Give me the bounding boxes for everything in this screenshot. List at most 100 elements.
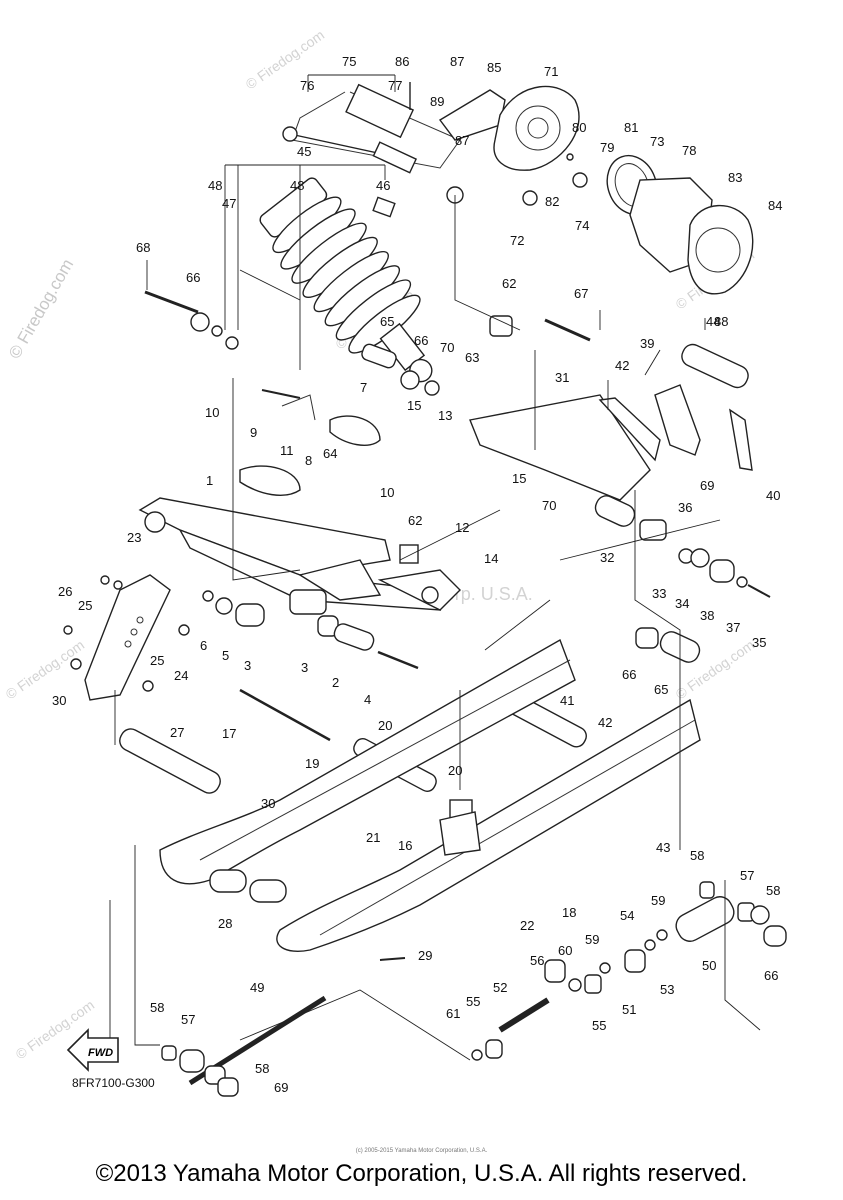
callout-73: 73 bbox=[650, 134, 664, 149]
callout-2: 2 bbox=[332, 675, 339, 690]
callout-60: 60 bbox=[558, 943, 572, 958]
callout-1: 1 bbox=[206, 473, 213, 488]
callout-87b: 87 bbox=[455, 133, 469, 148]
callout-85: 85 bbox=[487, 60, 501, 75]
callout-25a: 25 bbox=[78, 598, 92, 613]
callout-37: 37 bbox=[726, 620, 740, 635]
callout-59a: 59 bbox=[651, 893, 665, 908]
callout-4: 4 bbox=[364, 692, 371, 707]
callout-38: 38 bbox=[700, 608, 714, 623]
callout-57b: 57 bbox=[181, 1012, 195, 1027]
callout-69b: 69 bbox=[274, 1080, 288, 1095]
callout-80: 80 bbox=[572, 120, 586, 135]
callout-53: 53 bbox=[660, 982, 674, 997]
callout-89: 89 bbox=[430, 94, 444, 109]
callout-58c: 58 bbox=[150, 1000, 164, 1015]
callout-45: 45 bbox=[297, 144, 311, 159]
callout-15b: 15 bbox=[512, 471, 526, 486]
callout-81: 81 bbox=[624, 120, 638, 135]
callout-42b: 42 bbox=[598, 715, 612, 730]
callout-48b: 48 bbox=[290, 178, 304, 193]
callout-66d: 66 bbox=[764, 968, 778, 983]
callout-11: 11 bbox=[280, 443, 294, 458]
callout-79: 79 bbox=[600, 140, 614, 155]
callout-22: 22 bbox=[520, 918, 534, 933]
callout-17: 17 bbox=[222, 726, 236, 741]
callout-75: 75 bbox=[342, 54, 356, 69]
callout-21: 21 bbox=[366, 830, 380, 845]
callout-12: 12 bbox=[455, 520, 469, 535]
fwd-label: FWD bbox=[88, 1047, 113, 1059]
callout-78: 78 bbox=[682, 143, 696, 158]
idler-wheel-parts bbox=[161, 881, 787, 1097]
callout-87: 87 bbox=[450, 54, 464, 69]
callout-66c: 66 bbox=[622, 667, 636, 682]
callout-82: 82 bbox=[545, 194, 559, 209]
callout-58b: 58 bbox=[766, 883, 780, 898]
callout-62a: 62 bbox=[502, 276, 516, 291]
callout-24: 24 bbox=[174, 668, 188, 683]
callout-69a: 69 bbox=[700, 478, 714, 493]
callout-10a: 10 bbox=[205, 405, 219, 420]
link-plate bbox=[63, 574, 171, 701]
callout-leaders bbox=[146, 74, 706, 376]
callout-30b: 30 bbox=[261, 796, 275, 811]
callout-59b: 59 bbox=[585, 932, 599, 947]
callout-20b: 20 bbox=[448, 763, 462, 778]
callout-3b: 3 bbox=[301, 660, 308, 675]
callout-65a: 65 bbox=[380, 314, 394, 329]
callout-30a: 30 bbox=[52, 693, 66, 708]
callout-58d: 58 bbox=[255, 1061, 269, 1076]
callout-15a: 15 bbox=[407, 398, 421, 413]
callout-66b: 66 bbox=[414, 333, 428, 348]
callout-26: 26 bbox=[58, 584, 72, 599]
callout-41: 41 bbox=[560, 693, 574, 708]
callout-7a: 7 bbox=[360, 380, 367, 395]
callout-54: 54 bbox=[620, 908, 634, 923]
callout-51: 51 bbox=[622, 1002, 636, 1017]
callout-14: 14 bbox=[484, 551, 498, 566]
callout-66a: 66 bbox=[186, 270, 200, 285]
callout-35: 35 bbox=[752, 635, 766, 650]
watermark-left: © Firedog.com bbox=[5, 256, 77, 362]
callout-76: 76 bbox=[300, 78, 314, 93]
callout-50: 50 bbox=[702, 958, 716, 973]
callout-64: 64 bbox=[323, 446, 337, 461]
callout-57a: 57 bbox=[740, 868, 754, 883]
callout-25b: 25 bbox=[150, 653, 164, 668]
callout-13: 13 bbox=[438, 408, 452, 423]
callout-36: 36 bbox=[678, 500, 692, 515]
callout-9: 9 bbox=[250, 425, 257, 440]
fwd-arrow: FWD bbox=[66, 1028, 119, 1072]
callout-3a: 3 bbox=[244, 658, 251, 673]
callout-40: 40 bbox=[766, 488, 780, 503]
callout-49: 49 bbox=[250, 980, 264, 995]
callout-27: 27 bbox=[170, 725, 184, 740]
callout-5: 5 bbox=[222, 648, 229, 663]
callout-32: 32 bbox=[600, 550, 614, 565]
callout-10b: 10 bbox=[380, 485, 394, 500]
callout-48a: 48 bbox=[208, 178, 222, 193]
adjuster-cover-group bbox=[438, 85, 754, 295]
callout-68: 68 bbox=[136, 240, 150, 255]
callout-39: 39 bbox=[640, 336, 654, 351]
callout-20a: 20 bbox=[378, 718, 392, 733]
callout-19: 19 bbox=[305, 756, 319, 771]
upper-swing-arm bbox=[469, 384, 753, 527]
callout-77: 77 bbox=[388, 78, 402, 93]
callout-6: 6 bbox=[200, 638, 207, 653]
callout-31: 31 bbox=[555, 370, 569, 385]
callout-labels: 75 8 6 87 85 7 1 76 77 89 87 80 79 81 73 7… bbox=[52, 54, 782, 1095]
callout-74: 74 bbox=[575, 218, 589, 233]
bushings-washers bbox=[142, 548, 771, 692]
callout-55a: 55 bbox=[466, 994, 480, 1009]
callout-70a: 70 bbox=[440, 340, 454, 355]
diagram-part-code: 8FR7100-G300 bbox=[72, 1076, 155, 1090]
callout-18: 18 bbox=[562, 905, 576, 920]
slide-rails bbox=[159, 638, 701, 952]
callout-8: 8 bbox=[305, 453, 312, 468]
callout-44: 44 bbox=[706, 314, 720, 329]
callout-58a: 58 bbox=[690, 848, 704, 863]
callout-61: 61 bbox=[446, 1006, 460, 1021]
